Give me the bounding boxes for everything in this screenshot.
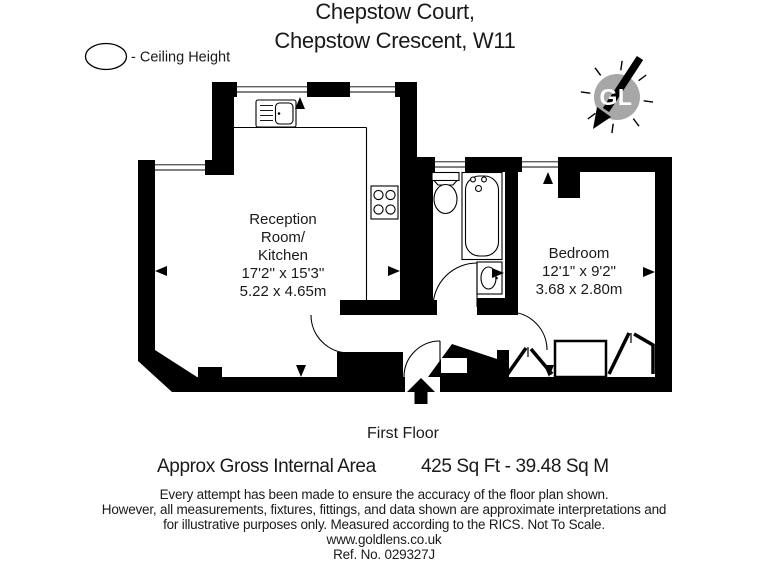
property-title-line1: Chepstow Court, bbox=[315, 0, 474, 24]
floor-name-label: First Floor bbox=[367, 425, 440, 442]
entrance-arrow-icon bbox=[407, 378, 435, 404]
bedroom-window bbox=[522, 161, 558, 168]
reception-width-arrow-left-icon bbox=[155, 266, 167, 276]
reference-number: Ref. No. 029327J bbox=[333, 547, 435, 562]
ceiling-height-legend: - Ceiling Height bbox=[84, 42, 230, 71]
bedroom-depth-arrow-bottom-icon bbox=[544, 365, 554, 377]
reception-depth-arrow-top-icon bbox=[295, 97, 305, 109]
bathroom-door bbox=[432, 262, 478, 308]
ceiling-height-label: - Ceiling Height bbox=[131, 50, 230, 66]
area-label: Approx Gross Internal Area bbox=[157, 456, 377, 477]
bathtub-icon bbox=[461, 171, 503, 261]
kitchen-sink-icon bbox=[255, 99, 297, 128]
bay-right-slope2 bbox=[633, 332, 655, 374]
reception-name-line1: Reception bbox=[249, 211, 317, 228]
disclaimer-line3: for illustrative purposes only. Measured… bbox=[163, 517, 605, 532]
walls bbox=[138, 82, 672, 392]
kitchen-window-1 bbox=[237, 86, 307, 93]
property-title-line2: Chepstow Crescent, W11 bbox=[274, 28, 515, 53]
bedroom-width-arrow-left-icon bbox=[492, 268, 504, 278]
doors bbox=[310, 262, 548, 378]
bedroom-bay-structures bbox=[505, 332, 655, 379]
reception-window bbox=[152, 164, 205, 171]
goldlens-logo: GL bbox=[580, 55, 654, 134]
bedroom-name: Bedroom bbox=[549, 245, 610, 262]
disclaimer: Every attempt has been made to ensure th… bbox=[102, 487, 667, 562]
bay-right-slope bbox=[607, 332, 631, 375]
reception-room-label: Reception Room/ Kitchen 17'2'' x 15'3'' … bbox=[240, 211, 327, 300]
website-link: www.goldlens.co.uk bbox=[326, 532, 442, 547]
sun-rays-icon bbox=[580, 60, 654, 134]
area-value: 425 Sq Ft - 39.48 Sq M bbox=[421, 456, 609, 477]
compass-arrow-shaft bbox=[602, 55, 644, 113]
reception-dims-metric: 5.22 x 4.65m bbox=[240, 283, 327, 300]
reception-name-line2: Room/ bbox=[261, 229, 306, 246]
entrance-door bbox=[403, 340, 441, 378]
reception-door bbox=[310, 314, 350, 354]
reception-depth-arrow-bottom-icon bbox=[296, 365, 306, 377]
measurement-arrows bbox=[155, 97, 655, 377]
compass-arrowhead-icon bbox=[593, 107, 611, 129]
bedroom-dims-imperial: 12'1" x 9'2" bbox=[542, 263, 616, 280]
logo-initials: GL bbox=[600, 84, 633, 110]
bedroom-chimney-breast bbox=[553, 339, 608, 379]
ceiling-height-symbol-icon bbox=[84, 42, 128, 71]
reception-dims-imperial: 17'2'' x 15'3'' bbox=[241, 265, 324, 282]
kitchen-counter bbox=[234, 126, 368, 300]
bedroom-dims-metric: 3.68 x 2.80m bbox=[536, 281, 623, 298]
toilet-icon bbox=[431, 171, 460, 215]
bedroom-width-arrow-right-icon bbox=[643, 267, 655, 277]
bathroom-window bbox=[435, 161, 465, 168]
disclaimer-line1: Every attempt has been made to ensure th… bbox=[160, 487, 609, 502]
windows bbox=[152, 86, 558, 171]
washbasin-icon bbox=[476, 261, 503, 295]
bay-left-slope bbox=[505, 346, 528, 377]
reception-width-arrow-right-icon bbox=[388, 266, 400, 276]
bedroom-door bbox=[508, 311, 548, 351]
bedroom-label: Bedroom 12'1" x 9'2" 3.68 x 2.80m bbox=[536, 245, 623, 298]
bedroom-depth-arrow-top-icon bbox=[543, 172, 553, 184]
reception-name-line3: Kitchen bbox=[258, 247, 308, 264]
hob-icon bbox=[370, 185, 399, 220]
disclaimer-line2: However, all measurements, fixtures, fit… bbox=[102, 502, 666, 517]
kitchen-window-2 bbox=[350, 86, 395, 93]
